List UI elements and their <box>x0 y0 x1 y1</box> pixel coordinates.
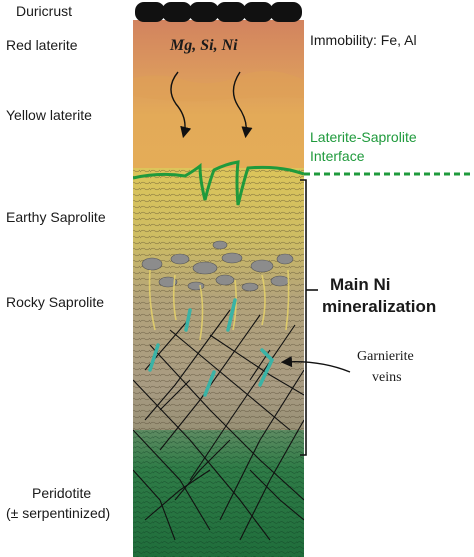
saprolite-root-veins <box>148 269 290 341</box>
label-main-ni-1: Main Ni <box>330 275 390 294</box>
saprolite-texture <box>133 168 304 458</box>
fracture-network <box>133 309 304 541</box>
label-interface-1: Laterite-Saprolite <box>310 129 417 145</box>
mineralization-bracket <box>300 179 307 456</box>
label-immobility: Immobility: Fe, Al <box>310 32 417 48</box>
red-yellow-boundary <box>133 70 304 102</box>
label-red-laterite: Red laterite <box>6 37 78 53</box>
leaching-arrow-2 <box>232 71 253 139</box>
leaching-arrow-1 <box>170 71 192 139</box>
label-peridotite-sub: (± serpentinized) <box>6 505 110 521</box>
label-main-ni-2: mineralization <box>322 297 436 316</box>
label-peridotite: Peridotite <box>32 485 91 501</box>
garnierite-pointer <box>280 356 351 373</box>
peridotite-texture <box>133 430 304 557</box>
label-yellow-laterite: Yellow laterite <box>6 107 92 123</box>
label-mobile-elements: Mg, Si, Ni <box>169 37 238 54</box>
garnierite-veins <box>148 298 275 397</box>
label-rocky-saprolite: Rocky Saprolite <box>6 294 104 310</box>
label-garnierite-2: veins <box>372 370 402 385</box>
label-earthy-saprolite: Earthy Saprolite <box>6 209 106 225</box>
label-interface-2: Interface <box>310 148 365 164</box>
duricrust-layer <box>135 2 302 22</box>
interface-line <box>133 160 304 206</box>
saprolite-boulders <box>141 240 294 292</box>
label-garnierite-1: Garnierite <box>357 349 414 364</box>
label-duricrust: Duricrust <box>16 3 72 19</box>
